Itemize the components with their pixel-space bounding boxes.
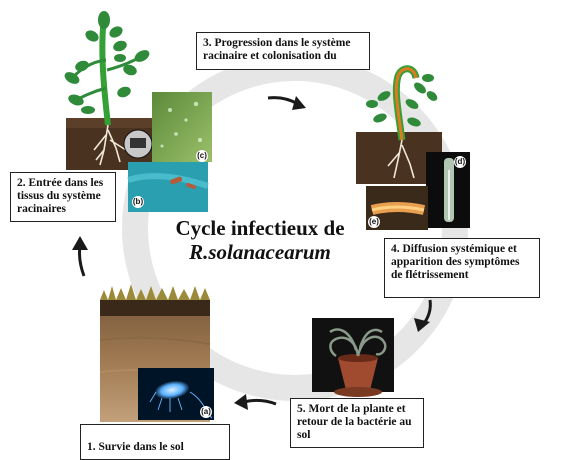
panel-label-e: (e)	[368, 216, 380, 228]
panel-label-d: (d)	[454, 156, 466, 168]
title-line-2-species: R.solanacearum	[189, 240, 331, 264]
step-1-box: 1. Survie dans le sol	[80, 424, 230, 460]
panel-label-c: (c)	[196, 150, 208, 162]
step-3-box: 3. Progression dans le système racinaire…	[196, 32, 370, 70]
panel-label-a: (a)	[200, 406, 212, 418]
step-5-box: 5. Mort de la plante et retour de la bac…	[290, 398, 424, 448]
healthy-plant-illustration	[64, 11, 154, 170]
step-2-box: 2. Entrée dans les tissus du système rac…	[10, 172, 116, 222]
title-line-1: Cycle infectieux de	[175, 216, 345, 240]
cycle-arrows	[72, 96, 432, 410]
infected-plant-illustration	[356, 65, 442, 184]
panel-label-b: (b)	[132, 196, 144, 208]
wilted-plant-illustration	[312, 318, 394, 397]
diagram-title: Cycle infectieux de R.solanacearum	[150, 216, 370, 264]
panel-b-micrograph	[127, 162, 209, 212]
step-4-box: 4. Diffusion systémique et apparition de…	[384, 238, 540, 298]
